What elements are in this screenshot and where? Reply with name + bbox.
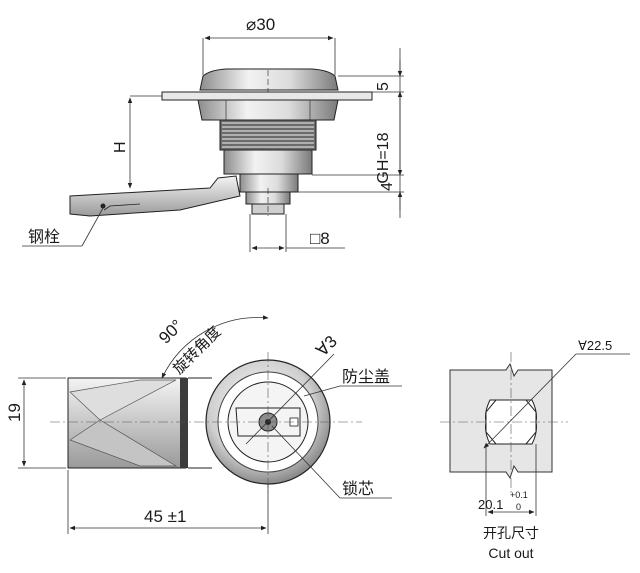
- cutout-title-en: Cut out: [488, 545, 533, 561]
- flat-20-1-label: 20.1: [478, 497, 503, 512]
- diameter-3-leader: [245, 353, 335, 445]
- tolerance-lower: 0: [516, 502, 521, 512]
- angle-90-label: 90°: [155, 316, 187, 348]
- gh-18-label: GH=18: [375, 132, 392, 183]
- cutout-view: ∀22.5 20.1 +0.1 0 开孔尺寸 Cut out: [440, 338, 630, 561]
- cam-callout-label: 钢栓: [28, 227, 60, 246]
- diameter-22-5-label: ∀22.5: [578, 338, 612, 353]
- knob-head: [199, 68, 339, 91]
- panel-plate: [161, 91, 373, 101]
- diameter-22-5-leader: [483, 353, 577, 449]
- thickness-5-label: 5: [375, 82, 392, 91]
- lock-body: [223, 149, 313, 175]
- hex-nut: [197, 99, 339, 121]
- side-view: ⌀30 H: [22, 15, 404, 252]
- thread-body: [219, 119, 317, 151]
- dust-cover-label: 防尘盖: [342, 367, 390, 386]
- lock-neck: [239, 173, 299, 193]
- diameter-30-label: ⌀30: [246, 15, 275, 34]
- diameter-3-label: ∀3: [313, 332, 341, 360]
- height-19-label: 19: [5, 403, 24, 422]
- height-h-label: H: [112, 141, 129, 153]
- square-8-label: □8: [310, 229, 330, 248]
- lock-core-label: 锁芯: [342, 479, 374, 498]
- front-view: 90° 旋转角度 ∀3 防尘盖 锁芯 19 45 ±1: [5, 315, 402, 534]
- thickness-4-label: 4: [379, 182, 396, 191]
- tolerance-upper: +0.1: [510, 490, 528, 500]
- length-45-label: 45 ±1: [144, 507, 186, 526]
- cutout-title-cn: 开孔尺寸: [483, 526, 539, 542]
- rotation-arc: [161, 315, 269, 379]
- cam-lever: [69, 175, 241, 217]
